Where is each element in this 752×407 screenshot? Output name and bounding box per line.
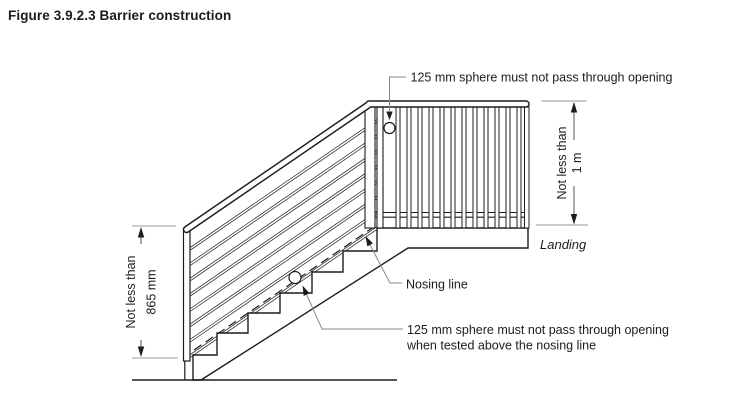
arrow-up-icon [137, 227, 145, 238]
stair-dimension-qualifier: Not less than [124, 255, 138, 328]
newel-post [182, 229, 191, 362]
dimension-text-mask [122, 244, 160, 340]
bottom-sphere-label-line1: 125 mm sphere must not pass through open… [407, 323, 669, 337]
nosing-line-dashed [193, 221, 382, 351]
landing-dimension-value: 1 m [570, 153, 584, 174]
landing-dimension-qualifier: Not less than [555, 126, 569, 199]
nosing-line-label: Nosing line [406, 278, 468, 292]
arrow-up-icon [570, 102, 578, 113]
landing-dimension: Not less than 1 m [536, 100, 588, 226]
stair-barrier-rails [189, 118, 380, 358]
junction-post [364, 106, 376, 229]
bottom-sphere-label-line2: when tested above the nosing line [406, 339, 596, 353]
top-sphere-label: 125 mm sphere must not pass through open… [411, 71, 673, 85]
dimension-text-mask [568, 140, 585, 186]
figure-title: Figure 3.9.2.3 Barrier construction [8, 8, 232, 23]
stair-dimension: Not less than 865 mm [122, 225, 178, 359]
handrail [182, 100, 530, 234]
rake-end-post [376, 106, 384, 229]
stair-dimension-value: 865 mm [144, 269, 158, 314]
leader-arrowheads [302, 111, 393, 296]
balusters [395, 106, 530, 229]
landing-label: Landing [540, 237, 587, 252]
leader-lines [304, 76, 406, 330]
stair-profile [192, 227, 529, 381]
arrow-down-icon [137, 346, 145, 357]
test-sphere-stair [288, 270, 302, 285]
test-sphere-landing [383, 121, 396, 135]
arrow-down-icon [570, 214, 578, 225]
